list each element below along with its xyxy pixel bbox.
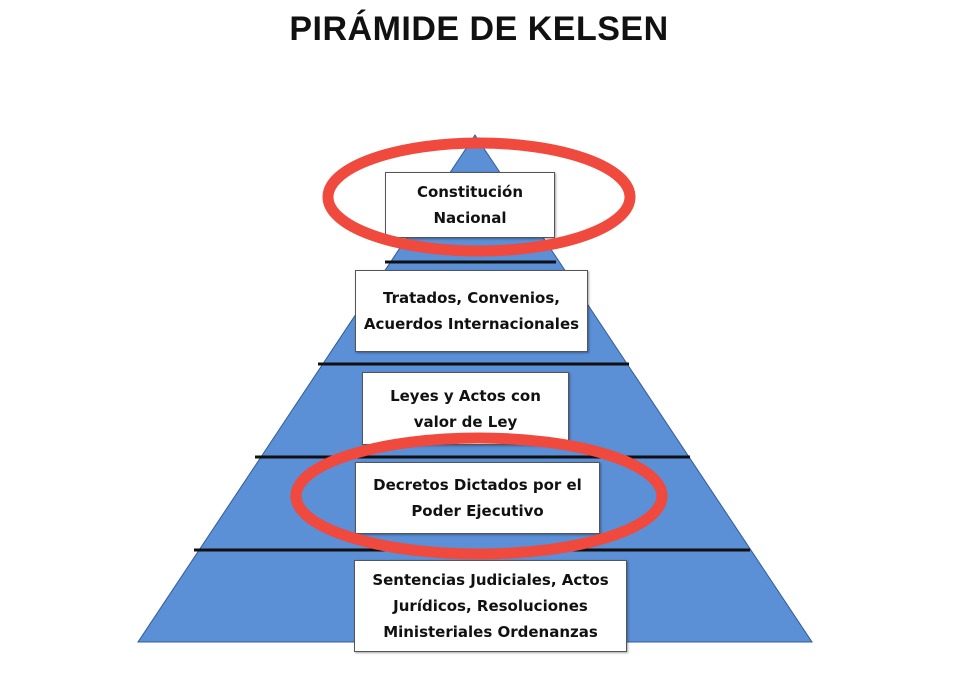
level-label: Constitución Nacional <box>416 183 524 227</box>
level-box-decretos: Decretos Dictados por el Poder Ejecutivo <box>355 462 600 534</box>
level-box-sentencias: Sentencias Judiciales, Actos Jurídicos, … <box>354 560 627 652</box>
page-title: PIRÁMIDE DE KELSEN <box>289 10 669 48</box>
level-label: Sentencias Judiciales, Actos Jurídicos, … <box>372 571 609 641</box>
level-box-leyes: Leyes y Actos con valor de Ley <box>362 372 569 445</box>
level-label: Leyes y Actos con valor de Ley <box>390 386 541 431</box>
level-label: Tratados, Convenios, Acuerdos Internacio… <box>363 289 580 333</box>
level-label: Decretos Dictados por el Poder Ejecutivo <box>373 476 582 520</box>
level-box-constitucion: Constitución Nacional <box>385 172 555 238</box>
level-box-tratados: Tratados, Convenios, Acuerdos Internacio… <box>355 270 588 352</box>
